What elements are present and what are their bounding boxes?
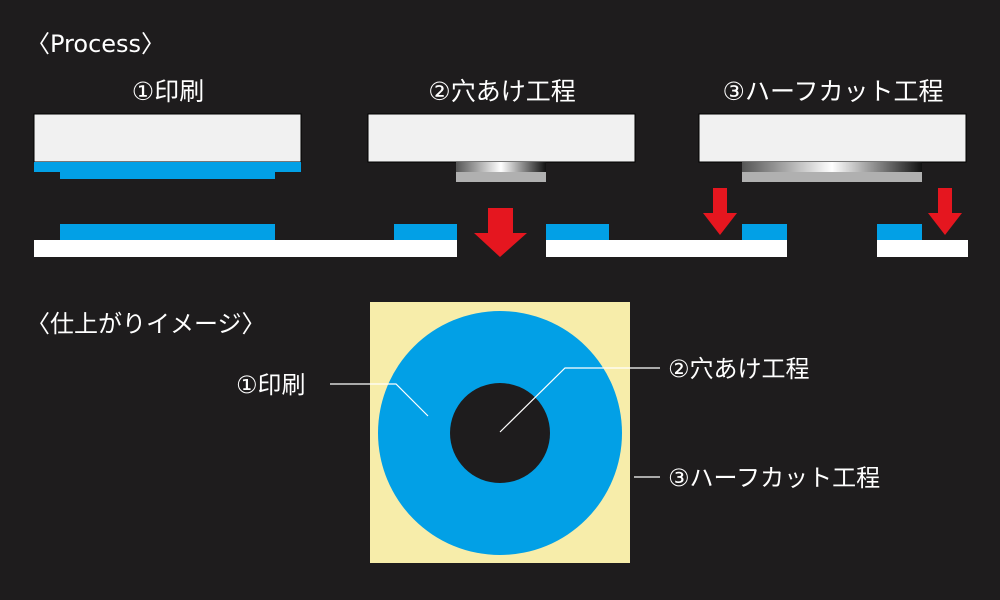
step-3-halfcut-plate: [698, 113, 967, 182]
step-2-sheet: [546, 224, 787, 257]
print-label: ①印刷: [236, 371, 306, 399]
step-1-print-plate: [33, 113, 302, 179]
leader-lines: [330, 367, 660, 478]
halfcut-label: ③ハーフカット工程: [668, 464, 880, 492]
step-3-sheet: [877, 224, 968, 257]
step-1-sheet: [34, 224, 457, 257]
process-title: 〈Process〉: [26, 30, 165, 58]
step-2-label: ②穴あけ工程: [428, 77, 575, 106]
step-3-label: ③ハーフカット工程: [723, 77, 944, 106]
step-2-punch-plate: [367, 113, 636, 182]
big-arrow-down-icon: [474, 208, 527, 257]
finish-title: 〈仕上がりイメージ〉: [26, 310, 266, 338]
step-1-label: ①印刷: [132, 77, 204, 106]
arrow-down-icon: [703, 188, 737, 235]
arrow-down-icon: [928, 188, 962, 235]
punch-label: ②穴あけ工程: [668, 355, 810, 383]
